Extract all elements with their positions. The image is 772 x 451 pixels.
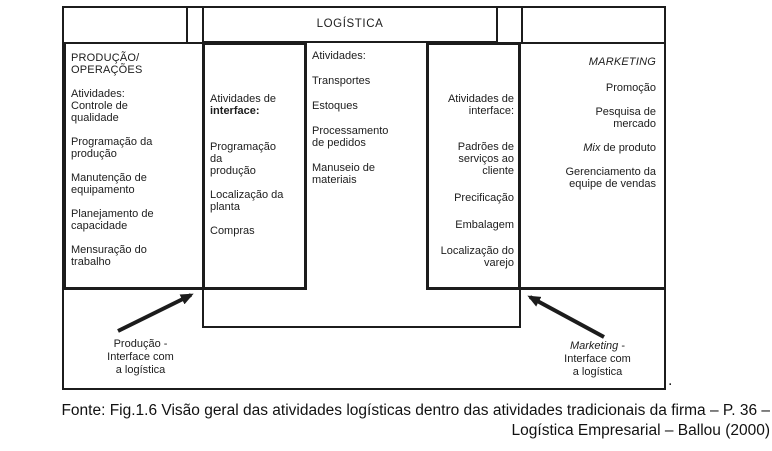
logistica-label: Atividades:	[312, 50, 366, 62]
producao-item-planejamento: Planejamento de capacidade	[71, 208, 154, 232]
marketing-item-pesquisa: Pesquisa de mercado	[595, 106, 656, 130]
figure-caption: Fonte: Fig.1.6 Visão geral das atividade…	[2, 401, 770, 441]
caption-line-2: Logística Empresarial – Ballou (2000)	[511, 422, 770, 439]
interface-left-item-localizacao: Localização da planta	[210, 189, 284, 213]
marketing-box: MARKETING Promoção Pesquisa de mercado M…	[521, 42, 666, 290]
interface-left-item-compras: Compras	[210, 225, 255, 237]
interface-right-title-line1: Atividades de	[447, 93, 514, 105]
logistica-header-box: LOGÍSTICA	[202, 6, 498, 43]
producao-title: PRODUÇÃO/ OPERAÇÕES	[71, 52, 143, 76]
top-divider-line-right	[521, 6, 523, 44]
marketing-item-mix: Mix de produto	[525, 142, 656, 154]
producao-item-qualidade: Atividades: Controle de qualidade	[71, 88, 128, 124]
logistica-item-transportes: Transportes	[312, 75, 371, 87]
producao-item-programacao: Programação da produção	[71, 136, 153, 160]
marketing-item-promocao: Promoção	[605, 82, 656, 94]
interface-right-title-line2: interface:	[468, 105, 514, 117]
marketing-interface-label: Marketing - Interface com a logística	[540, 340, 655, 379]
notch-bottom-line	[202, 326, 521, 328]
interface-left-title-line1: Atividades de	[210, 93, 277, 105]
producao-operacoes-box: PRODUÇÃO/ OPERAÇÕES Atividades: Controle…	[64, 42, 204, 290]
interface-left-title-line2: interface:	[210, 105, 260, 117]
notch-right-line	[519, 289, 521, 328]
interface-right-item-varejo: Localização do varejo	[440, 245, 514, 269]
marketing-label-rest: - Interface com a logística	[564, 340, 631, 378]
marketing-title: MARKETING	[588, 56, 656, 68]
interface-right-item-precificacao: Precificação	[454, 192, 514, 204]
caption-line-1: Fonte: Fig.1.6 Visão geral das atividade…	[61, 402, 770, 419]
mix-italic-word: Mix	[583, 142, 601, 154]
producao-item-manutencao: Manutenção de equipamento	[71, 172, 147, 196]
producao-interface-label: Produção - Interface com a logística	[107, 338, 174, 376]
mix-rest: de produto	[600, 142, 656, 154]
interface-right-box: Atividades de interface: Padrões de serv…	[426, 42, 521, 290]
marketing-item-gerenciamento: Gerenciamento da equipe de vendas	[565, 166, 657, 190]
interface-right-item-embalagem: Embalagem	[455, 219, 514, 231]
stray-period: .	[668, 372, 673, 389]
producao-item-mensuracao: Mensuração do trabalho	[71, 244, 147, 268]
interface-left-box: Atividades de interface: Programação da …	[202, 42, 307, 290]
marketing-italic-word: Marketing	[569, 340, 619, 352]
logistica-activities-column: Atividades: Transportes Estoques Process…	[311, 42, 424, 290]
interface-left-item-programacao: Programação da produção	[210, 141, 277, 177]
logistica-item-pedidos: Processamento de pedidos	[312, 125, 389, 149]
logistica-item-manuseio: Manuseio de materiais	[312, 162, 375, 186]
notch-left-line	[202, 289, 204, 328]
top-divider-line-left	[186, 6, 188, 44]
interface-right-item-padroes: Padrões de serviços ao cliente	[457, 141, 514, 177]
logistica-item-estoques: Estoques	[312, 100, 358, 112]
logistica-title: LOGÍSTICA	[316, 17, 384, 30]
